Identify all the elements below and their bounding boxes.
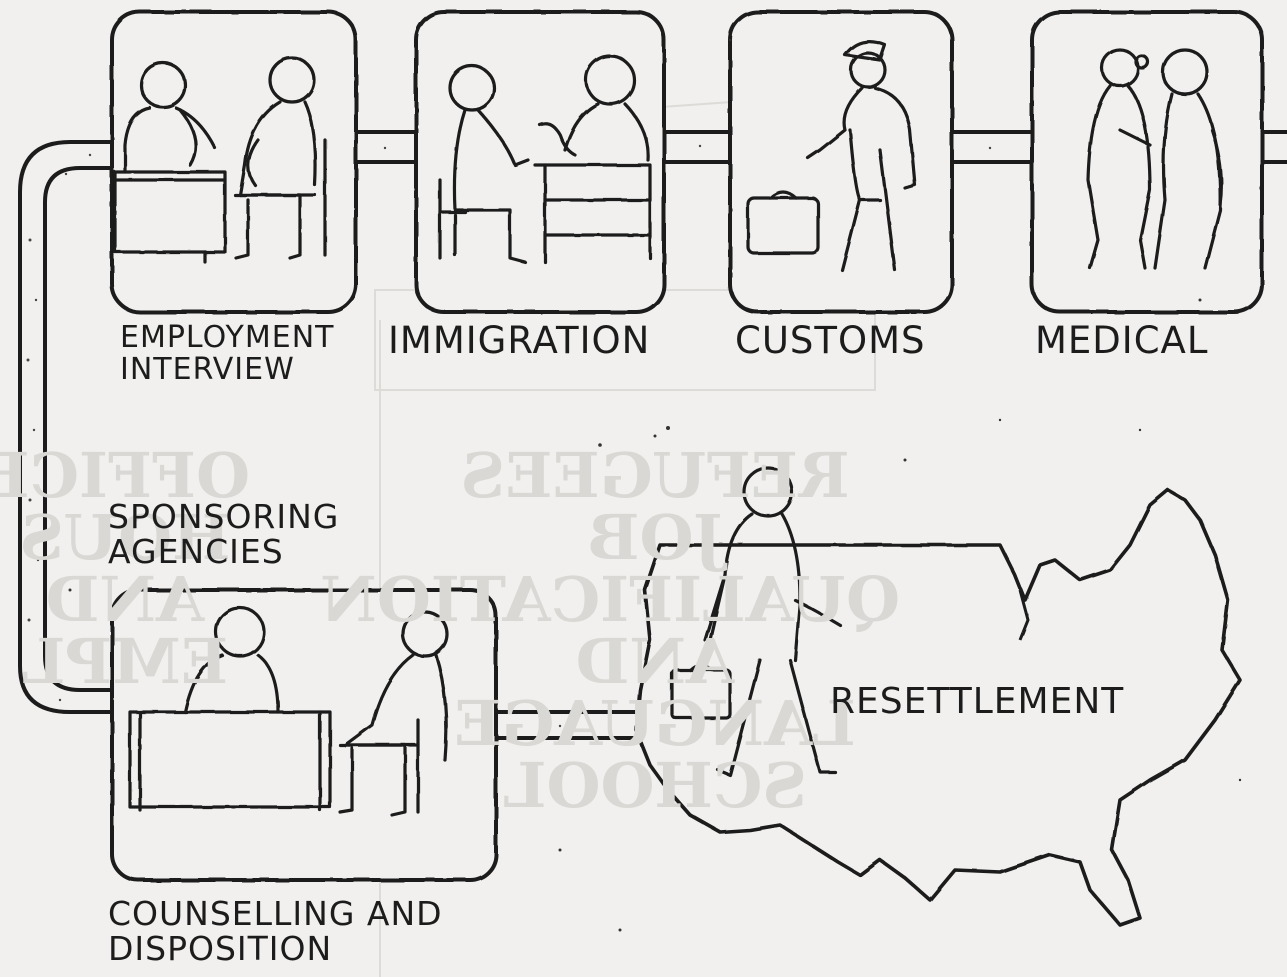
bleed-through-text-center: REFUGEES JOB QUALIFICATION AND LANGUAGE … — [410, 445, 900, 817]
sponsoring-agencies-label: SPONSORING AGENCIES — [108, 500, 339, 569]
customs-label: CUSTOMS — [735, 322, 926, 361]
medical-label: MEDICAL — [1035, 322, 1208, 361]
customs-box — [730, 12, 952, 312]
resettlement-label: RESETTLEMENT — [830, 683, 1124, 721]
counselling-disposition-label: COUNSELLING AND DISPOSITION — [108, 897, 443, 966]
employment-interview-box — [112, 12, 356, 312]
immigration-label: IMMIGRATION — [388, 322, 650, 361]
immigration-box — [416, 12, 664, 312]
employment-interview-label: EMPLOYMENT INTERVIEW — [120, 322, 334, 385]
